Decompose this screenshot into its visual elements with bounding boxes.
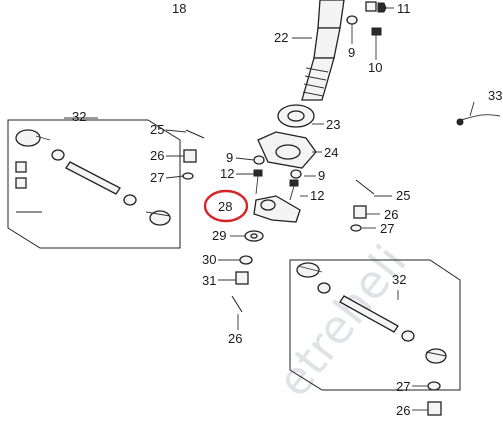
washer-30[interactable] [239, 255, 253, 265]
watermark: etreheli [266, 235, 417, 407]
nut-31[interactable] [235, 271, 249, 285]
tie-rod-right-rod[interactable] [317, 282, 415, 342]
callout-25-right: 25 [396, 188, 410, 203]
holder-24[interactable] [257, 131, 317, 169]
callout-26-lower: 26 [396, 403, 410, 418]
callout-22: 22 [274, 30, 288, 45]
callout-24: 24 [324, 145, 338, 160]
callout-28: 28 [218, 199, 232, 214]
nut-26-lower[interactable] [427, 401, 442, 416]
washer-27-bottom[interactable] [427, 381, 441, 391]
callout-11: 11 [397, 1, 411, 16]
bearing-23[interactable] [277, 104, 315, 128]
tie-rod-left-rod[interactable] [51, 149, 137, 206]
callout-26-right: 26 [384, 207, 398, 222]
nut-11[interactable] [365, 1, 387, 13]
cotter-pin-25-right[interactable] [355, 179, 375, 195]
leader-lines [64, 7, 475, 411]
nut-26-right[interactable] [353, 205, 367, 219]
callout-33: 33 [488, 88, 502, 103]
ball-joint-right-inner[interactable] [296, 262, 323, 278]
callout-26-bottom: 26 [228, 331, 242, 346]
callout-31: 31 [202, 273, 216, 288]
bolt-12-right[interactable] [289, 179, 299, 201]
callout-26-left: 26 [150, 148, 164, 163]
callout-27-bottom: 27 [396, 379, 410, 394]
cable-33[interactable] [456, 114, 501, 126]
callout-9-right: 9 [318, 168, 325, 183]
washer-27-right[interactable] [350, 224, 362, 232]
pitman-arm-28[interactable] [253, 195, 301, 223]
cotter-pin-26-bottom[interactable] [231, 295, 243, 313]
callout-32-left: 32 [72, 109, 86, 124]
ball-joint-left-end[interactable] [15, 129, 51, 147]
tie-rod-right [289, 259, 461, 391]
washer-9-top[interactable] [346, 15, 358, 25]
callout-10: 10 [368, 60, 382, 75]
washer-27-left[interactable] [182, 172, 194, 180]
tie-rod-left [7, 119, 181, 249]
callout-9-top: 9 [348, 45, 355, 60]
callout-18: 18 [172, 1, 186, 16]
callout-25-left: 25 [150, 122, 164, 137]
callout-29: 29 [212, 228, 226, 243]
callout-12-left: 12 [220, 166, 234, 181]
ball-joint-right-outer[interactable] [425, 348, 447, 364]
steering-shaft[interactable] [301, 0, 345, 101]
callout-30: 30 [202, 252, 216, 267]
callout-12-right: 12 [310, 188, 324, 203]
highlight-circle [203, 189, 249, 223]
bolt-10[interactable] [371, 27, 382, 50]
callout-27-left: 27 [150, 170, 164, 185]
callout-27-right: 27 [380, 221, 394, 236]
ball-joint-left-inner[interactable] [145, 210, 171, 226]
washer-9-right[interactable] [290, 169, 302, 179]
callout-23: 23 [326, 117, 340, 132]
callout-32-right: 32 [392, 272, 406, 287]
washer-29[interactable] [244, 230, 264, 242]
washer-9-mid[interactable] [253, 155, 265, 165]
bolt-12-left[interactable] [253, 169, 263, 195]
callout-9-mid: 9 [226, 150, 233, 165]
nut-left-outer[interactable] [15, 161, 27, 189]
nut-26-left[interactable] [183, 149, 197, 163]
cotter-pin-25-left[interactable] [185, 129, 205, 139]
